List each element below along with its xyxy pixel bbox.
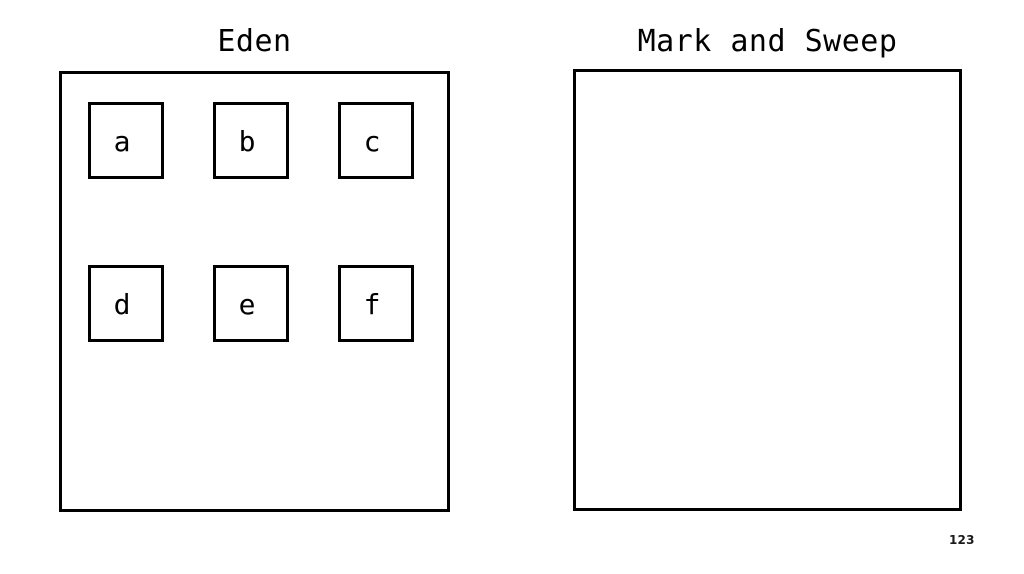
object-cell-d[interactable]: d: [88, 265, 164, 342]
object-cell-c[interactable]: c: [338, 102, 414, 179]
object-cell-a[interactable]: a: [88, 102, 164, 179]
object-cell-label: e: [238, 287, 256, 321]
object-cell-e[interactable]: e: [213, 265, 289, 342]
object-cell-label: f: [363, 287, 381, 321]
object-cell-label: d: [113, 287, 131, 321]
memory-region-mark-and-sweep: [573, 69, 962, 511]
memory-region-eden: a b c d e f: [59, 71, 450, 512]
object-cell-label: a: [113, 124, 131, 158]
object-cell-f[interactable]: f: [338, 265, 414, 342]
panel-title-eden: Eden: [217, 24, 292, 59]
object-cell-label: c: [363, 124, 381, 158]
page-number: 123: [949, 533, 975, 547]
panel-title-mark-and-sweep: Mark and Sweep: [637, 24, 898, 59]
object-cell-label: b: [238, 124, 256, 158]
object-cell-b[interactable]: b: [213, 102, 289, 179]
